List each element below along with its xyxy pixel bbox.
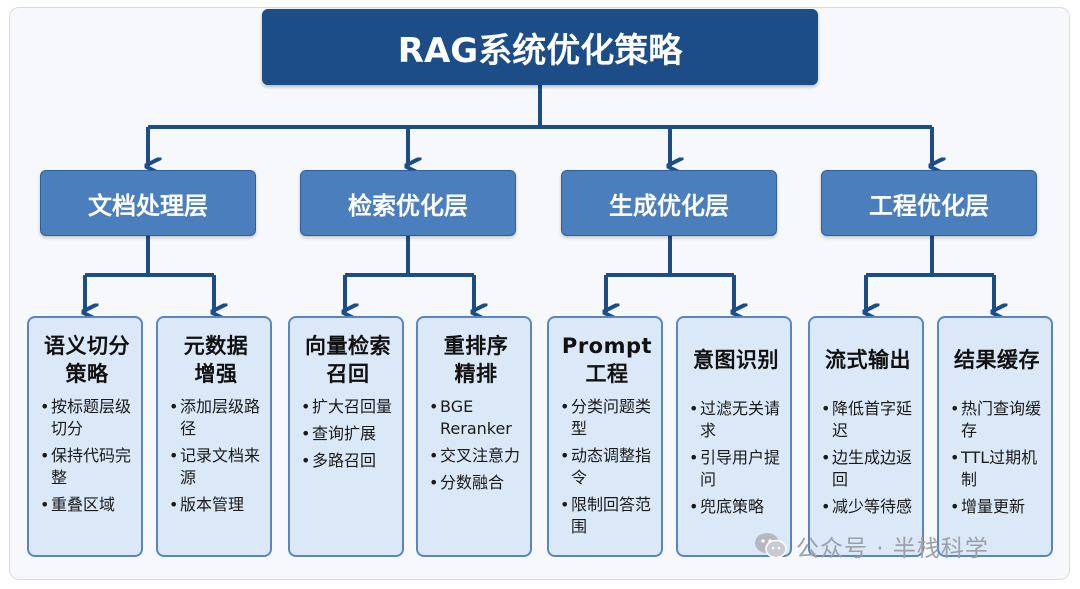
card-item: 增量更新: [950, 496, 1043, 518]
layer-box-retrieval: 检索优化层: [300, 170, 516, 236]
card-item: 扩大召回量: [301, 396, 394, 418]
card-title: 意图识别: [693, 348, 779, 372]
card-item: 兜底策略: [689, 496, 782, 518]
card-item: 多路召回: [301, 450, 394, 472]
card-title: 重排序 精排: [443, 334, 509, 386]
card-item-list: 热门查询缓存 TTL过期机制 增量更新: [950, 398, 1043, 518]
card-item: 分类问题类型: [560, 396, 653, 440]
card-item: 按标题层级切分: [40, 396, 133, 440]
strategy-card-semantic-chunking: 语义切分 策略 按标题层级切分 保持代码完整 重叠区域: [27, 316, 143, 557]
card-item: 添加层级路径: [169, 396, 262, 440]
strategy-card-metadata: 元数据 增强 添加层级路径 记录文档来源 版本管理: [156, 316, 272, 557]
card-item: 查询扩展: [301, 423, 394, 445]
layer-box-engineering: 工程优化层: [821, 170, 1037, 236]
strategy-card-prompt-engineering: Prompt 工程 分类问题类型 动态调整指令 限制回答范围: [547, 316, 663, 557]
card-title: 向量检索 召回: [305, 334, 391, 386]
card-item: 分数融合: [429, 472, 522, 494]
card-item-list: 按标题层级切分 保持代码完整 重叠区域: [40, 396, 133, 516]
card-item-list: 分类问题类型 动态调整指令 限制回答范围: [560, 396, 653, 538]
card-item-list: 添加层级路径 记录文档来源 版本管理: [169, 396, 262, 516]
card-item: 减少等待感: [821, 496, 914, 518]
wechat-icon: [754, 531, 788, 561]
card-item: TTL过期机制: [950, 447, 1043, 491]
card-item: 热门查询缓存: [950, 398, 1043, 442]
card-item-list: 降低首字延迟 边生成边返回 减少等待感: [821, 398, 914, 518]
card-title: 元数据 增强: [183, 334, 249, 386]
layer-box-document: 文档处理层: [40, 170, 256, 236]
card-item: 动态调整指令: [560, 445, 653, 489]
watermark-text: 公众号 · 半栈科学: [796, 536, 989, 562]
card-item: 交叉注意力: [429, 445, 522, 467]
card-item: 降低首字延迟: [821, 398, 914, 442]
card-item: 引导用户提问: [689, 447, 782, 491]
strategy-card-vector-recall: 向量检索 召回 扩大召回量 查询扩展 多路召回: [288, 316, 404, 557]
layer-box-generation: 生成优化层: [561, 170, 777, 236]
card-item-list: 过滤无关请求 引导用户提问 兜底策略: [689, 398, 782, 518]
card-item: 过滤无关请求: [689, 398, 782, 442]
card-title: 语义切分 策略: [44, 334, 130, 386]
card-item: 版本管理: [169, 494, 262, 516]
card-title: Prompt 工程: [561, 334, 653, 386]
card-item: 限制回答范围: [560, 494, 653, 538]
card-title: 结果缓存: [954, 348, 1040, 372]
card-item: 重叠区域: [40, 494, 133, 516]
root-title: RAG系统优化策略: [262, 9, 818, 85]
card-item: 边生成边返回: [821, 447, 914, 491]
watermark: 公众号 · 半栈科学: [754, 528, 989, 564]
strategy-card-streaming-output: 流式输出 降低首字延迟 边生成边返回 减少等待感: [808, 316, 924, 557]
card-item-list: BGE Reranker 交叉注意力 分数融合: [429, 396, 522, 494]
strategy-card-rerank: 重排序 精排 BGE Reranker 交叉注意力 分数融合: [416, 316, 532, 557]
card-item: BGE Reranker: [429, 396, 522, 440]
card-item-list: 扩大召回量 查询扩展 多路召回: [301, 396, 394, 472]
card-item: 记录文档来源: [169, 445, 262, 489]
strategy-card-result-cache: 结果缓存 热门查询缓存 TTL过期机制 增量更新: [937, 316, 1053, 557]
card-title: 流式输出: [825, 348, 911, 372]
card-item: 保持代码完整: [40, 445, 133, 489]
strategy-card-intent-recognition: 意图识别 过滤无关请求 引导用户提问 兜底策略: [676, 316, 792, 557]
